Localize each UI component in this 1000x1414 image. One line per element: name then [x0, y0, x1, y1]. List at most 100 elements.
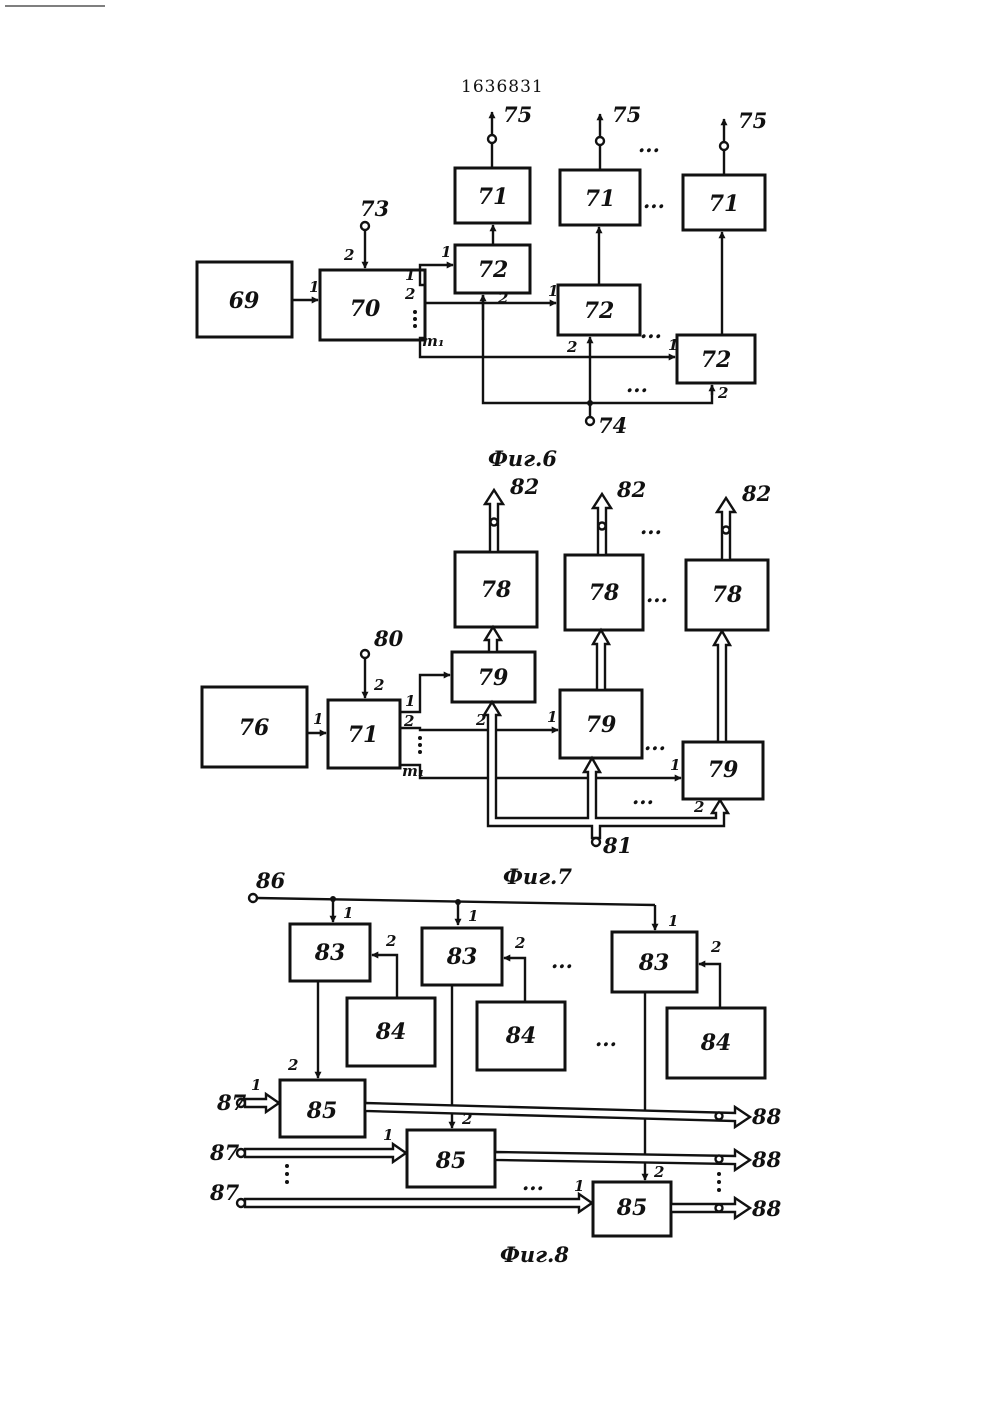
ellipsis-dot — [418, 736, 422, 740]
block-78-c-label: 78 — [712, 582, 743, 608]
bus-87-85a — [245, 1094, 279, 1112]
link-84b-83b — [504, 958, 525, 1002]
figure-7-caption: Фиг.7 — [503, 864, 572, 889]
link-84c-83c — [699, 964, 720, 1008]
terminal-73-label: 73 — [360, 196, 389, 221]
terminal-88-c-label: 88 — [751, 1196, 782, 1221]
ellipsis-dot — [418, 743, 422, 747]
block-85-a-label: 85 — [306, 1098, 338, 1124]
terminal-88-a — [716, 1113, 723, 1120]
pin-label: 1 — [670, 756, 680, 774]
terminal-80 — [361, 650, 369, 658]
terminal-75-c — [720, 142, 728, 150]
figure-6-caption: Фиг.6 — [488, 446, 557, 471]
bus-79a-78a — [485, 627, 501, 652]
ellipsis: ... — [595, 1026, 617, 1051]
terminal-86 — [249, 894, 257, 902]
terminal-73 — [361, 222, 369, 230]
ellipsis: ... — [626, 372, 648, 397]
ellipsis: ... — [646, 582, 668, 607]
block-79-c-label: 79 — [708, 757, 739, 783]
block-71-c-label: 71 — [709, 191, 740, 217]
terminal-82-b — [599, 523, 606, 530]
pin-label: 2 — [566, 338, 577, 356]
pin-label: 1 — [251, 1076, 261, 1094]
pin-label: 2 — [373, 676, 384, 694]
terminal-75-a-label: 75 — [503, 102, 532, 127]
block-83-a-label: 83 — [314, 940, 346, 966]
pin-label: 2 — [497, 289, 508, 307]
pin-label: 1 — [309, 278, 319, 296]
bus-85c-88 — [671, 1198, 750, 1218]
terminal-75-c-label: 75 — [738, 108, 767, 133]
bus-79b-78b — [593, 630, 609, 690]
terminal-82-a — [491, 519, 498, 526]
pin-label: m₁ — [422, 332, 444, 350]
pin-label: 1 — [343, 904, 353, 922]
terminal-82-c-label: 82 — [741, 481, 771, 506]
terminal-74-label: 74 — [598, 413, 627, 438]
ellipsis-dot — [285, 1180, 289, 1184]
block-71-b-label: 71 — [585, 186, 616, 212]
pin-label: 1 — [668, 336, 678, 354]
terminal-75-b-label: 75 — [612, 102, 641, 127]
ellipsis-dot — [717, 1188, 721, 1192]
ellipsis: ... — [643, 188, 665, 213]
link-70-72c — [420, 338, 675, 357]
ellipsis-dot — [285, 1172, 289, 1176]
ellipsis-dot — [418, 750, 422, 754]
block-78-b-label: 78 — [589, 580, 620, 606]
block-71-label: 71 — [348, 722, 379, 748]
pin-label: 2 — [403, 712, 414, 730]
pin-label: 2 — [343, 246, 354, 264]
pin-label: 2 — [475, 711, 486, 729]
ellipsis: ... — [640, 514, 662, 539]
pin-label: 2 — [653, 1163, 664, 1181]
terminal-81-label: 81 — [602, 833, 632, 858]
block-78-a-label: 78 — [481, 577, 512, 603]
block-84-c-label: 84 — [700, 1030, 732, 1056]
pin-label: 2 — [693, 798, 704, 816]
ellipsis-dot — [413, 310, 417, 314]
terminal-88-b — [716, 1156, 723, 1163]
block-72-c-label: 72 — [701, 347, 732, 373]
terminal-87-a-label: 87 — [216, 1090, 247, 1115]
bus-79c-78c — [714, 631, 730, 742]
pin-label: 1 — [405, 692, 415, 710]
figure-7: 76 71 78 78 78 79 79 79 1 80 2 1 2 1 m₁ … — [202, 474, 771, 889]
pin-label: 2 — [710, 938, 721, 956]
ellipsis-dot — [285, 1164, 289, 1168]
figure-8-caption: Фиг.8 — [500, 1242, 569, 1267]
ellipsis: ... — [644, 730, 666, 755]
ellipsis: ... — [522, 1170, 544, 1195]
block-79-a-label: 79 — [478, 665, 509, 691]
terminal-88-a-label: 88 — [751, 1104, 782, 1129]
terminal-86-label: 86 — [255, 868, 286, 893]
bus-87-85c — [245, 1194, 592, 1212]
ellipsis: ... — [551, 948, 573, 973]
ellipsis-dot — [717, 1180, 721, 1184]
block-79-b-label: 79 — [586, 712, 617, 738]
patent-number: 1636831 — [461, 77, 544, 97]
bus-85a-88 — [365, 1103, 750, 1127]
pin-label: 2 — [385, 932, 396, 950]
pin-label: 2 — [287, 1056, 298, 1074]
pin-label: 1 — [313, 710, 323, 728]
block-69-label: 69 — [229, 288, 260, 314]
pin-label: m₁ — [402, 762, 424, 780]
pin-label: 1 — [574, 1177, 584, 1195]
pin-label: 1 — [441, 243, 451, 261]
terminal-88-b-label: 88 — [751, 1147, 782, 1172]
pin-label: 1 — [548, 282, 558, 300]
terminal-88-c — [716, 1205, 723, 1212]
ellipsis: ... — [640, 318, 662, 343]
ellipsis-dot — [717, 1172, 721, 1176]
terminal-80-label: 80 — [373, 626, 404, 651]
terminal-82-a-label: 82 — [509, 474, 539, 499]
bus-85b-88 — [495, 1150, 750, 1170]
link-71-79c — [400, 765, 681, 778]
block-72-a-label: 72 — [478, 257, 509, 283]
ellipsis: ... — [632, 784, 654, 809]
figure-6: 69 70 71 71 71 72 72 72 1 73 2 1 1 2 1 m… — [197, 102, 767, 471]
